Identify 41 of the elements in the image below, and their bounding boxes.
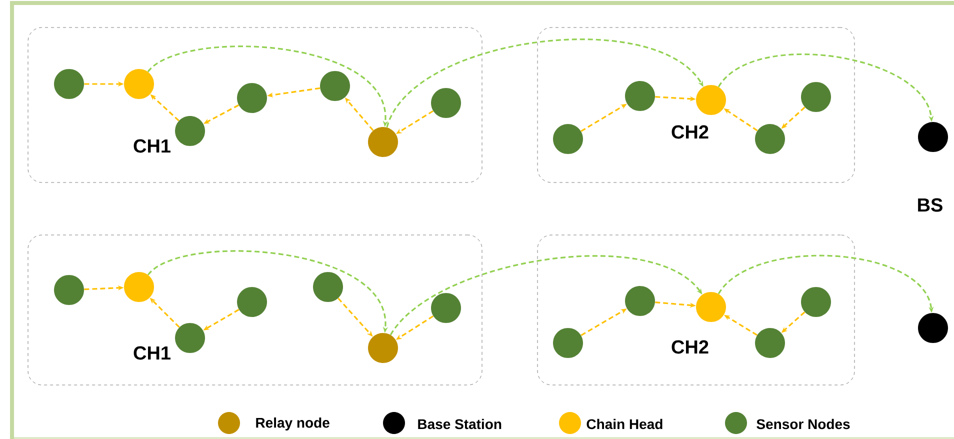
- legend-label: Sensor Nodes: [756, 418, 850, 430]
- network-node: [313, 272, 343, 302]
- network-node: [368, 127, 398, 157]
- legend-label: Base Station: [418, 418, 502, 430]
- network-node: [801, 287, 831, 317]
- network-node: [124, 272, 154, 302]
- network-node: [431, 88, 461, 118]
- network-node: [54, 274, 84, 305]
- cluster-box: [537, 27, 855, 183]
- network-node: [918, 312, 948, 343]
- arrow: [386, 38, 704, 128]
- network-node: [175, 323, 205, 353]
- network-node: [175, 116, 205, 146]
- network-node: [54, 69, 84, 99]
- node-label: BS: [918, 198, 942, 212]
- network-node: [755, 328, 785, 358]
- node-label: CH1: [134, 346, 170, 360]
- arrow: [390, 255, 702, 336]
- legend-label: Chain Head: [586, 418, 662, 430]
- network-node: [553, 124, 583, 154]
- network-node: [625, 81, 655, 111]
- cluster-box: [537, 234, 855, 386]
- node-label: CH2: [672, 125, 708, 139]
- node-label: CH1: [134, 139, 170, 153]
- network-node: [801, 82, 831, 112]
- legend-label: Relay node: [256, 417, 330, 430]
- network-node: [124, 69, 154, 99]
- network-node: [553, 328, 583, 358]
- cluster-box: [28, 234, 482, 386]
- network-node: [368, 332, 398, 363]
- node-label: CH2: [672, 340, 708, 354]
- network-node: [755, 124, 785, 154]
- network-node: [696, 292, 726, 322]
- network-node: [431, 292, 461, 323]
- network-node: [696, 85, 726, 115]
- network-node: [320, 71, 350, 101]
- network-node: [625, 286, 655, 316]
- network-node: [237, 83, 267, 113]
- cluster-box: [28, 27, 482, 183]
- network-node: [918, 122, 948, 152]
- network-node: [237, 287, 267, 317]
